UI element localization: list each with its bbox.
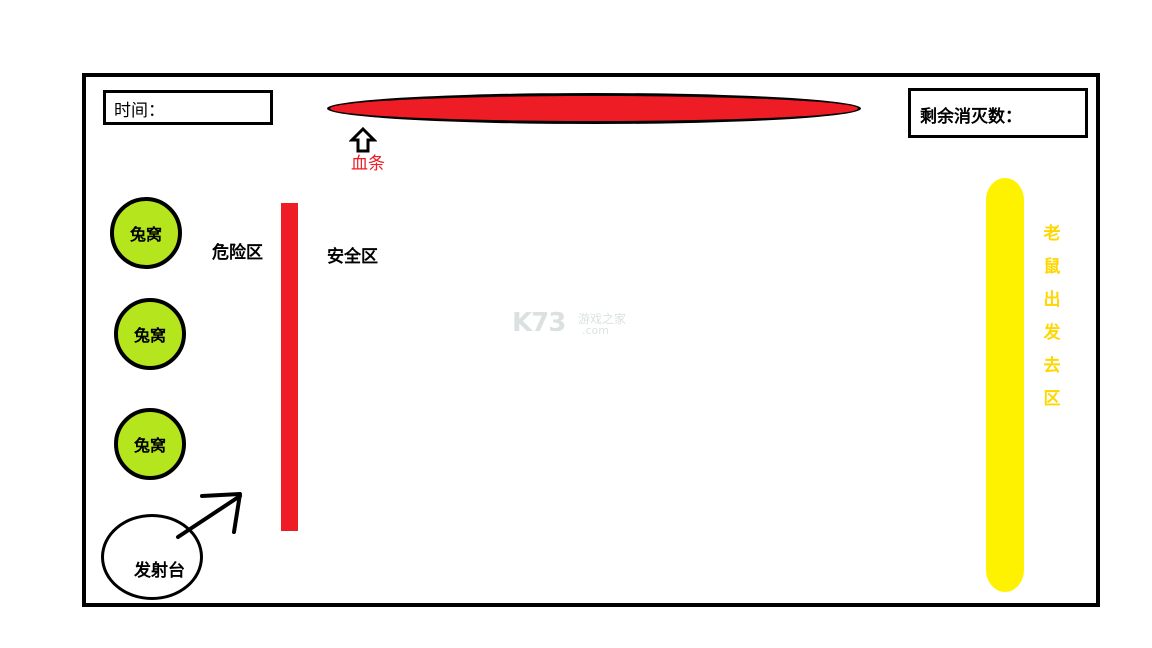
kills-remaining-box: 剩余消灭数： (908, 88, 1088, 138)
diagonal-arrow-icon (176, 492, 242, 539)
danger-line (281, 203, 298, 531)
game-frame (82, 73, 1100, 607)
safe-zone-label: 安全区 (327, 247, 378, 267)
burrow-label: 兔窝 (133, 326, 166, 345)
timer-label: 时间： (114, 101, 165, 121)
mouse-label-char: 老 (1043, 224, 1061, 244)
health-caption: 血条 (351, 154, 385, 174)
burrow-label: 兔窝 (129, 225, 162, 244)
mouse-start-label: 老 鼠 出 发 去 区 (1040, 218, 1064, 416)
mouse-label-char: 发 (1043, 323, 1061, 343)
watermark-main: K73 (512, 308, 566, 338)
launcher[interactable] (101, 514, 203, 600)
mouse-start-zone (986, 178, 1024, 592)
watermark: K73 游戏之家 .com (512, 308, 642, 342)
watermark-domain: .com (582, 324, 609, 337)
health-bar (327, 93, 861, 124)
launcher-label: 发射台 (134, 561, 185, 581)
mouse-label-char: 去 (1043, 356, 1061, 376)
rabbit-burrow-2[interactable]: 兔窝 (114, 298, 186, 370)
mouse-label-char: 区 (1043, 389, 1061, 409)
kills-remaining-label: 剩余消灭数： (920, 107, 1022, 127)
mouse-label-char: 出 (1043, 290, 1061, 310)
rabbit-burrow-3[interactable]: 兔窝 (114, 408, 186, 480)
watermark-sub: 游戏之家 (578, 312, 627, 326)
timer-box: 时间： (103, 90, 273, 125)
up-arrow-icon (349, 127, 377, 153)
danger-zone-label: 危险区 (212, 243, 263, 263)
rabbit-burrow-1[interactable]: 兔窝 (110, 197, 182, 269)
burrow-label: 兔窝 (133, 436, 166, 455)
mouse-label-char: 鼠 (1043, 257, 1061, 277)
